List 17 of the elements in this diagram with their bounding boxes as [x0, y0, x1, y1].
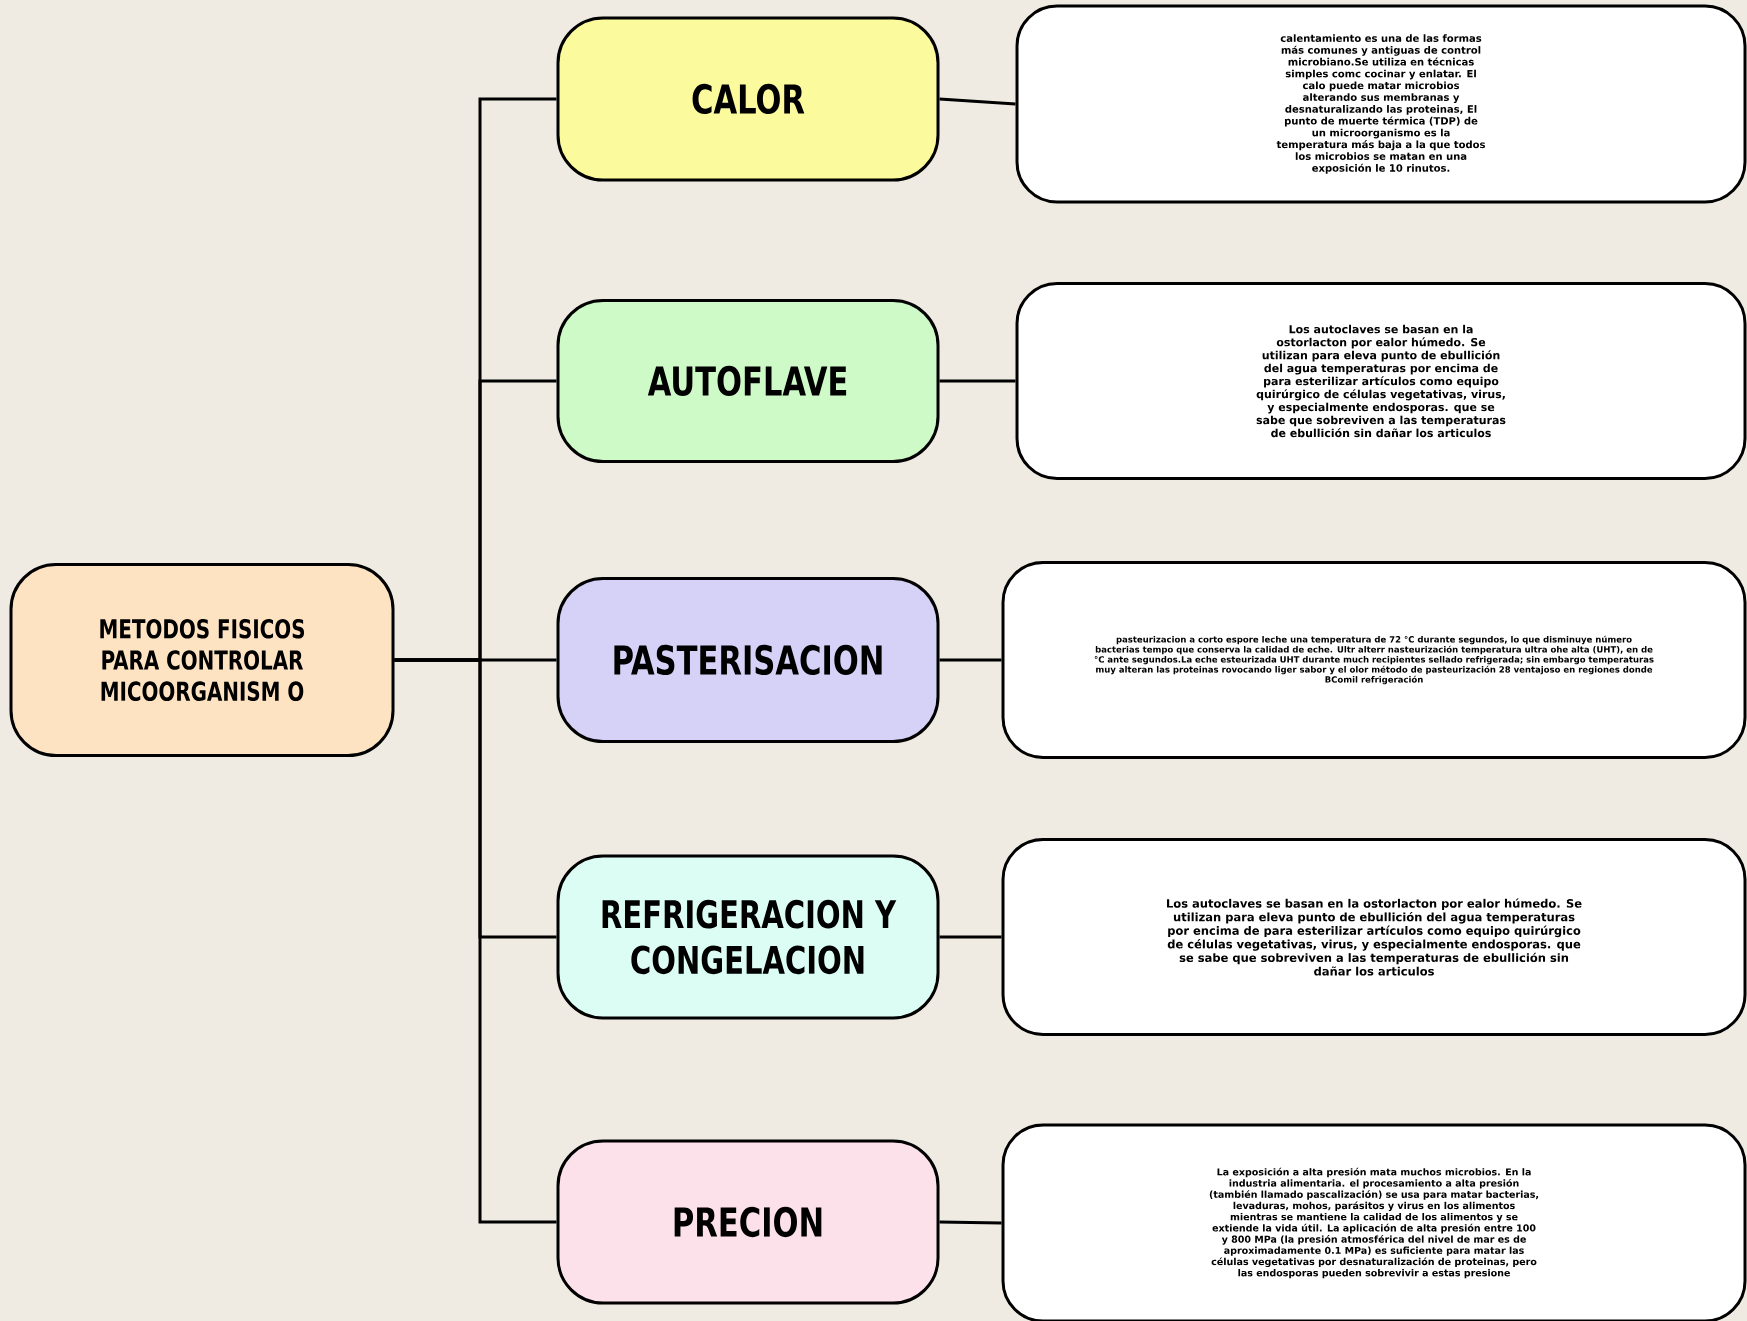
connector-line: [939, 935, 1002, 939]
description-box: Los autoclaves se basan en la ostorlacton por ealor húmedo. Se utilizan para eleva punto de ebullición del agua temperaturas por encima de para esterilizar artículos como equipo quirúrgico de células vegetativas, virus, y especialmente endosporas. que se sabe que sobreviven a las temperaturas de ebullición sin dañar los articulos: [1015, 282, 1747, 480]
method-box: REFRIGERACION Y CONGELACION: [556, 854, 940, 1020]
description-box: Los autoclaves se basan en la ostorlacton por ealor húmedo. Se utilizan para eleva punto de ebullición del agua temperaturas por encima de para esterilizar artículos como equipo quirúrgico de células vegetativas, virus, y especialmente endosporas. que se sabe que sobreviven a las temperaturas de ebullición sin dañar los articulos: [1001, 838, 1747, 1036]
description-box: calentamiento es una de las formas más comunes y antiguas de control microbiano.Se utiliza en técnicas simples comc cocinar y enlatar. El calo puede matar microbios alterando sus membranas y desnaturalizando las proteinas, El punto de muerte térmica (TDP) de un microorganismo es la temperatura más baja a la que todos los microbios se matan en una exposición le 10 rinutos.: [1015, 4, 1747, 204]
method-box: CALOR: [556, 16, 940, 182]
method-box: PRECION: [556, 1139, 940, 1305]
connector-line: [939, 658, 1002, 662]
connector-line: [939, 97, 1016, 106]
connector-line: [939, 379, 1016, 383]
topic-box: METODOS FISICOS PARA CONTROLAR MICOORGANISM O: [9, 563, 395, 757]
connector-line: [394, 658, 557, 1224]
method-box: PASTERISACION: [556, 577, 940, 743]
method-box: AUTOFLAVE: [556, 299, 940, 463]
description-box: pasteurizacion a corto espore leche una temperatura de 72 °C durante segundos, lo que disminuye número bacterias tempo que conserva la calidad de eche. Ultr alterr nasteurización temperatura ultra ohe alta (UHT), en de °C ante segundos.La eche esteurizada UHT durante much recipientes sellado refrigerada; sin embargo temperaturas muy alteran las proteinas rovocando liger sabor y el olor método de pasteurización 28 ventajoso en regiones donde BComil refrigeración: [1001, 561, 1747, 759]
connector-line: [939, 1220, 1002, 1225]
description-box: La exposición a alta presión mata muchos microbios. En la industria alimentaria. el procesamiento a alta presión (también llamado pascalización) se usa para matar bacterias, levaduras, mohos, parásitos y virus en los alimentos mientras se mantiene la calidad de los alimentos y se extiende la vida útil. La aplicación de alta presión entre 100 y 800 MPa (la presión atmosférica del nivel de mar es de aproximadamente 0.1 MPa) es suficiente para matar las células vegetativas por desnaturalización de proteinas, pero las endosporas pueden sobrevivir a estas presione: [1001, 1123, 1747, 1321]
